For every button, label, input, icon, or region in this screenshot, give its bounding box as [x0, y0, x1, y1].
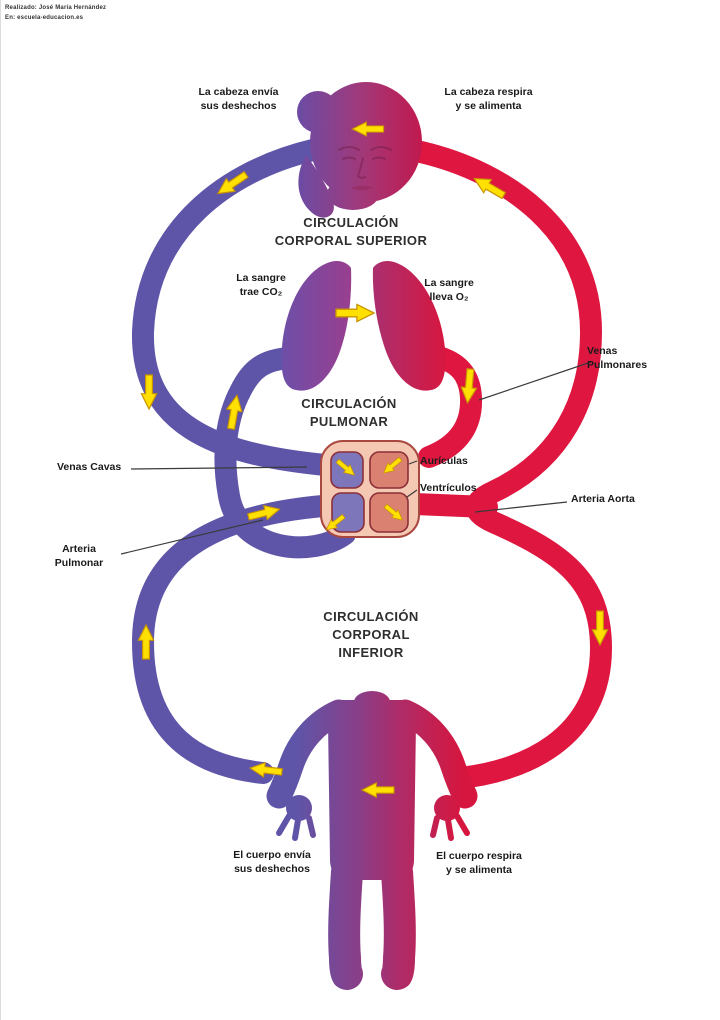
heart-left-ventricle: [369, 492, 409, 533]
face-features: [338, 146, 392, 191]
body-left-arm: [266, 699, 352, 809]
body-fingers: [276, 813, 470, 841]
leader-arteria-pulmonar: [120, 519, 264, 555]
body-left-leg: [328, 856, 363, 990]
body-right-arm: [392, 699, 478, 809]
label-auriculas: Aurículas: [420, 455, 468, 467]
label-body-waste: El cuerpo envía sus deshechos: [233, 849, 311, 875]
aorta-stub: [404, 493, 498, 518]
label-venas-cavas: Venas Cavas: [57, 461, 122, 473]
leader-arteria-aorta: [474, 501, 568, 513]
body-right-leg: [381, 856, 416, 990]
head-figure: [297, 82, 422, 218]
label-arteria-pulmonar: Arteria Pulmonar: [54, 543, 104, 569]
credit-text: Realizado: José María Hernández En: escu…: [5, 3, 106, 23]
lung-left-lobe: [281, 261, 352, 391]
title-pulmonary-circulation: CIRCULACIÓN PULMONAR: [301, 396, 397, 430]
title-superior-circulation: CIRCULACIÓN CORPORAL SUPERIOR: [274, 215, 428, 249]
body-left-foot: [333, 971, 359, 989]
lung-right-lobe: [372, 261, 446, 391]
label-arteria-aorta: Arteria Aorta: [571, 493, 635, 505]
credit-line-1: Realizado: José María Hernández: [5, 5, 107, 11]
label-head-waste: La cabeza envía sus deshechos: [198, 86, 279, 112]
body-right-hand: [434, 795, 460, 821]
label-ventriculos: Ventrículos: [420, 482, 477, 494]
label-body-nutrition: El cuerpo respira y se alimenta: [436, 850, 522, 876]
leader-auriculas: [408, 460, 418, 465]
label-venas-pulmonares: Venas Pulmonares: [587, 345, 648, 371]
heart-right-ventricle: [331, 492, 365, 533]
body-figure: [266, 691, 478, 990]
label-blood-co2: La sangre trae CO₂: [236, 272, 286, 298]
lungs-figure: [281, 261, 446, 391]
title-inferior-circulation: CIRCULACIÓN CORPORAL INFERIOR: [323, 609, 419, 661]
leader-ventriculos: [406, 489, 418, 498]
leader-venas-pulmonares: [478, 361, 592, 401]
head-hair-wisp: [298, 155, 334, 218]
body-right-foot: [385, 971, 411, 989]
label-blood-o2: La sangre lleva O₂: [424, 277, 474, 303]
credit-line-2: En: escuela-educacion.es: [5, 15, 84, 22]
pulmonary-artery: [214, 347, 356, 559]
leader-venas-cavas: [130, 466, 308, 470]
label-head-nutrition: La cabeza respira y se alimenta: [444, 86, 533, 112]
head-face: [310, 82, 422, 202]
head-jaw: [327, 178, 379, 210]
body-left-hand: [286, 795, 312, 821]
leader-lines: [120, 361, 592, 555]
